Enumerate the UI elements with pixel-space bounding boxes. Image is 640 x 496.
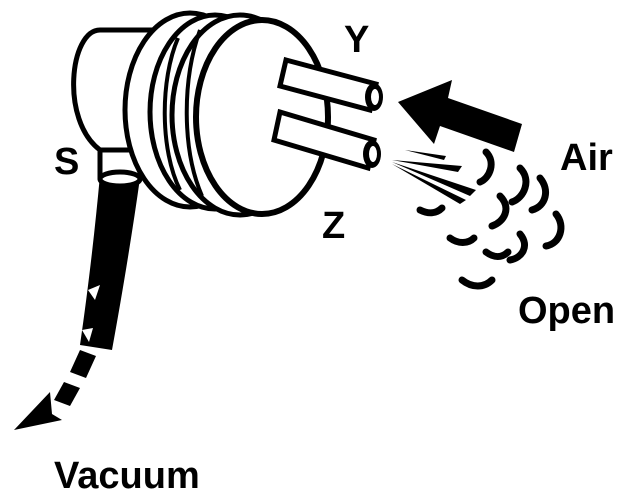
vacuum-hose [80,175,140,350]
air-puffs [416,148,565,290]
label-z: Z [322,205,345,247]
port-y-nozzle [277,56,383,114]
label-air: Air [560,137,613,179]
valve-body [122,10,331,218]
air-jet-lines [392,150,476,204]
port-z-nozzle [271,108,381,172]
vacuum-arrow [14,350,96,430]
label-y: Y [344,19,369,61]
label-vacuum: Vacuum [54,455,200,496]
label-open: Open [518,290,615,332]
air-flow-arrow [398,80,522,152]
label-s: S [54,141,79,183]
